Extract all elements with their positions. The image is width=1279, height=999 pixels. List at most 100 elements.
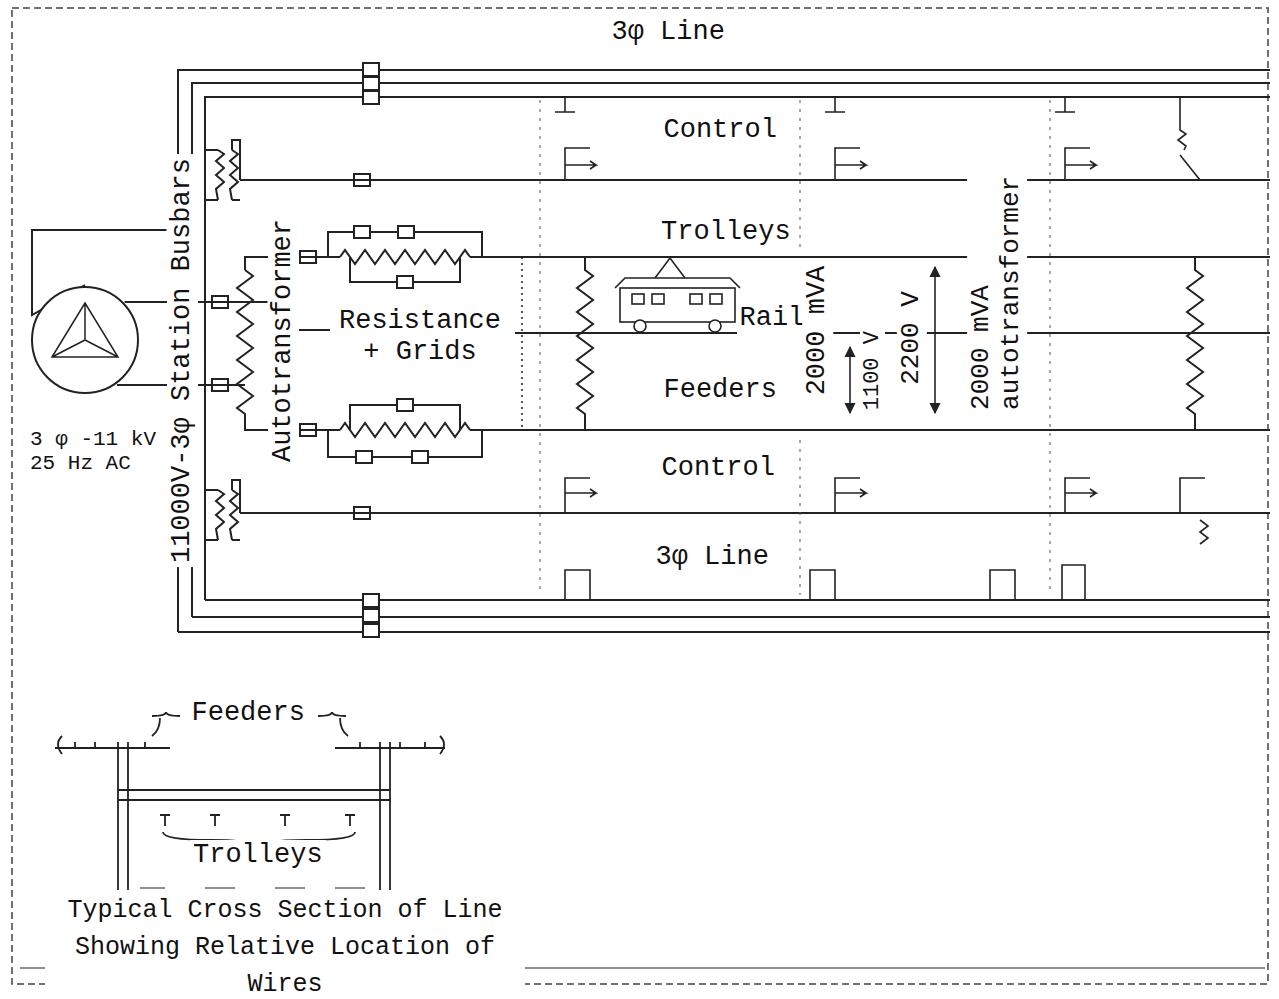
autotransformer: Autotransformer	[268, 215, 299, 466]
rect-shape	[398, 226, 414, 238]
rect-shape	[397, 276, 413, 288]
path-shape	[118, 790, 390, 800]
path-shape	[318, 712, 346, 716]
path-shape	[655, 258, 685, 278]
path-shape	[565, 478, 596, 600]
cross-section	[55, 712, 445, 890]
path-shape	[140, 887, 365, 888]
path-shape	[470, 429, 1270, 431]
wire-label: Rail	[737, 303, 808, 334]
generator-outline	[30, 285, 140, 395]
rect-shape	[354, 226, 370, 238]
path-shape	[205, 150, 224, 200]
wire-label: 3φ Line	[609, 17, 728, 48]
path-shape	[75, 742, 425, 748]
path-shape	[340, 250, 470, 264]
path-shape	[470, 256, 1270, 258]
generator-circle: 3 φ -11 kV 25 Hz AC	[30, 285, 140, 395]
path-shape	[152, 712, 180, 716]
line-autotransformers	[577, 257, 1203, 430]
path-shape	[1178, 97, 1200, 180]
path-shape	[58, 736, 444, 754]
wire-label: 2000 mVA	[802, 262, 833, 398]
rect-shape	[363, 63, 379, 76]
path-shape	[328, 232, 482, 282]
wire-label: Trolleys	[190, 840, 326, 871]
node-text: Resistance + Grids	[330, 306, 510, 368]
wire-label: Feeders	[189, 698, 308, 729]
autotransformer-coil	[237, 270, 253, 420]
control-lines	[205, 140, 1270, 540]
wire-label: Feeders	[661, 375, 780, 406]
wire-label: 3φ Line	[653, 542, 772, 573]
rect-shape	[620, 288, 735, 322]
path-shape	[849, 347, 851, 413]
node-text: Autotransformer	[268, 219, 299, 462]
path-shape	[1187, 257, 1203, 430]
path-shape	[230, 140, 240, 200]
switch-symbols	[555, 97, 1208, 600]
path-shape	[192, 83, 1270, 617]
path-shape	[615, 278, 740, 288]
path-shape	[240, 512, 1270, 514]
circle-shape	[634, 320, 646, 332]
circle-shape	[709, 320, 721, 332]
path-shape	[192, 616, 1270, 618]
path-shape	[577, 257, 593, 430]
path-shape	[810, 478, 866, 600]
voltage-arrows	[850, 267, 935, 413]
path-shape	[555, 97, 596, 180]
path-shape	[118, 742, 390, 890]
rect-shape	[412, 451, 428, 463]
rect-shape	[356, 451, 372, 463]
wire-label: Control	[661, 115, 780, 146]
path-shape	[800, 440, 801, 595]
station-busbars: 11000V-3φ Station Busbars	[167, 153, 198, 566]
wire-label: 2200 V	[897, 288, 927, 388]
node-text: 11000V-3φ Station Busbars	[167, 157, 198, 562]
path-shape	[1050, 100, 1051, 595]
caption: Typical Cross Section of Line Showing Re…	[45, 892, 525, 999]
section-dots	[521, 257, 523, 430]
rect-shape	[363, 77, 379, 90]
rect-shape	[690, 294, 702, 304]
path-shape	[825, 97, 866, 180]
path-shape	[800, 100, 801, 250]
path-shape	[240, 179, 1270, 181]
page-border	[12, 8, 1268, 984]
rect-shape	[632, 294, 644, 304]
path-shape	[160, 815, 355, 826]
path-shape	[540, 100, 541, 595]
rect-shape	[363, 594, 379, 607]
resistance-grids: Resistance + Grids	[330, 306, 510, 368]
trolley-car	[615, 258, 740, 332]
rect-shape	[397, 399, 413, 411]
wire-label: 1100 V	[859, 328, 884, 413]
rect-shape	[363, 624, 379, 637]
rect-shape	[710, 294, 722, 304]
path-shape	[178, 70, 1270, 632]
path-shape	[230, 480, 240, 540]
feeder-wire	[299, 329, 330, 331]
path-shape	[237, 270, 253, 420]
rect-shape	[363, 609, 379, 622]
path-shape	[178, 631, 1270, 633]
wire-label: Control	[659, 453, 778, 484]
winding-symbol	[52, 303, 118, 357]
path-shape	[328, 405, 482, 457]
path-shape	[934, 267, 936, 413]
generator-circle	[32, 287, 138, 393]
section-dashes	[540, 100, 1050, 595]
path-shape	[205, 490, 224, 540]
path-shape	[55, 747, 445, 749]
rail-line	[515, 332, 1270, 334]
path-shape	[1055, 97, 1096, 180]
rect-shape	[363, 91, 379, 104]
wire-label: Trolleys	[658, 217, 794, 248]
path-shape	[340, 423, 470, 437]
rect-shape	[652, 294, 664, 304]
node-text: 3 φ -11 kV 25 Hz AC	[30, 428, 162, 476]
path-shape	[205, 97, 1270, 600]
three-phase-lines	[178, 70, 1270, 632]
